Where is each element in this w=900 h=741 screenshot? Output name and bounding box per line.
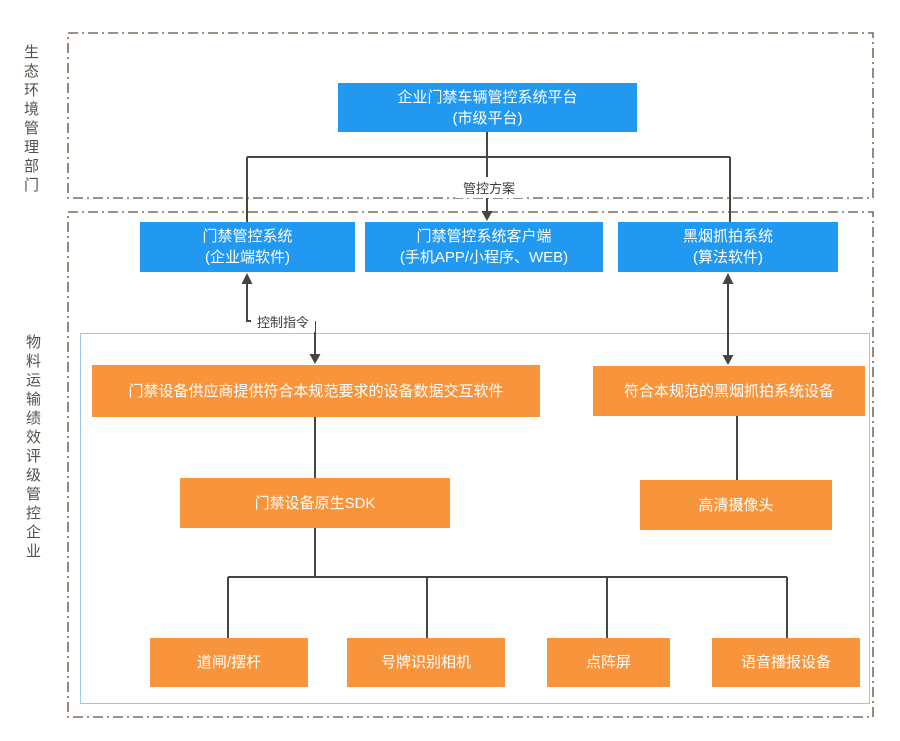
node-gate-interface-software-label: 门禁设备供应商提供符合本规范要求的设备数据交互软件 [128, 382, 504, 400]
side-label-government: 生态环境管理部门 [22, 44, 39, 196]
node-device-barrier: 道闸/摆杆 [150, 638, 308, 687]
node-platform: 企业门禁车辆管控系统平台 (市级平台) [338, 83, 637, 132]
node-hd-camera: 高清摄像头 [640, 480, 832, 530]
smoke-system-device-connector [722, 273, 734, 365]
node-gate-interface-software: 门禁设备供应商提供符合本规范要求的设备数据交互软件 [92, 365, 540, 417]
node-smoke-capture-device-label: 符合本规范的黑烟抓拍系统设备 [623, 382, 834, 400]
enterprise-outer-border [67, 211, 874, 718]
node-hd-camera-label: 高清摄像头 [698, 496, 774, 514]
edge-label-control-plan: 管控方案 [455, 177, 523, 198]
node-client-system: 门禁管控系统客户端 (手机APP/小程序、WEB) [365, 222, 603, 272]
node-gate-control-system: 门禁管控系统 (企业端软件) [140, 222, 355, 272]
node-gate-control-system-line1: 门禁管控系统 [202, 228, 293, 245]
node-device-plate-camera: 号牌识别相机 [347, 638, 505, 687]
node-device-plate-camera-label: 号牌识别相机 [380, 654, 471, 671]
edge-label-control-command: 控制指令 [251, 311, 315, 332]
node-device-barrier-label: 道闸/摆杆 [196, 654, 262, 671]
side-label-enterprise: 物料运输绩效评级管控企业 [24, 334, 41, 562]
node-device-voice-broadcast: 语音播报设备 [712, 638, 860, 687]
node-gate-control-system-line2: (企业端软件) [205, 249, 290, 266]
platform-branch-connectors [246, 132, 731, 222]
node-device-voice-broadcast-label: 语音播报设备 [740, 654, 831, 671]
sdk-device-bus-connectors [227, 416, 788, 638]
node-gate-sdk: 门禁设备原生SDK [180, 478, 450, 528]
node-client-system-line2: (手机APP/小程序、WEB) [399, 249, 569, 266]
node-platform-line2: (市级平台) [452, 109, 523, 127]
node-gate-sdk-label: 门禁设备原生SDK [254, 494, 376, 512]
node-client-system-line1: 门禁管控系统客户端 [416, 228, 552, 245]
node-smoke-capture-system: 黑烟抓拍系统 (算法软件) [618, 222, 838, 272]
node-device-dot-matrix-screen-label: 点阵屏 [585, 654, 631, 671]
node-platform-line1: 企业门禁车辆管控系统平台 [397, 88, 578, 106]
enterprise-zone-border [80, 333, 870, 704]
node-smoke-capture-system-line2: (算法软件) [693, 249, 763, 266]
node-smoke-capture-device: 符合本规范的黑烟抓拍系统设备 [593, 366, 865, 416]
node-smoke-capture-system-line1: 黑烟抓拍系统 [682, 228, 773, 245]
node-device-dot-matrix-screen: 点阵屏 [547, 638, 670, 687]
government-zone-border [67, 32, 874, 199]
